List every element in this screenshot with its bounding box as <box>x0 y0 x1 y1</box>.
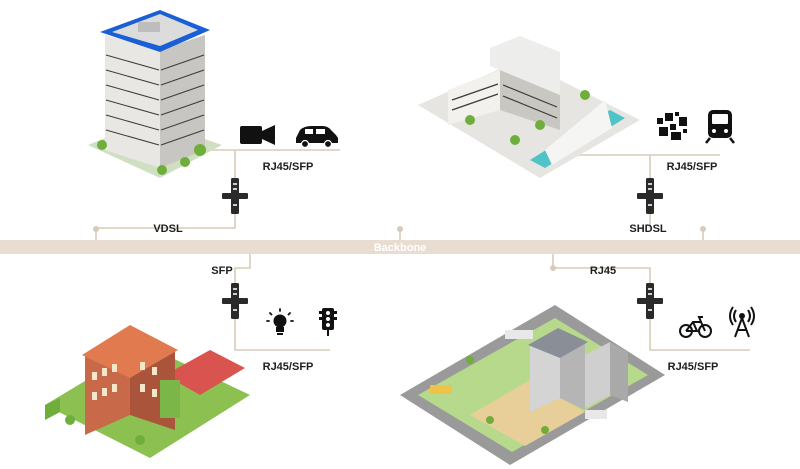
antenna-tower-icon <box>729 306 755 338</box>
school-uplink-label: SFP <box>211 265 232 277</box>
campus-uplink-label: SHDSL <box>629 223 667 235</box>
switch-device-office <box>222 178 248 214</box>
car-icon <box>296 126 338 149</box>
city-uplink-label: RJ45 <box>590 265 616 277</box>
office-uplink-label: VDSL <box>153 223 183 235</box>
office-device-link-label: RJ45/SFP <box>263 161 314 173</box>
data-blocks-icon <box>657 112 687 140</box>
backbone-label: Backbone <box>374 242 427 254</box>
campus-building-illustration <box>418 36 640 178</box>
city-device-link-label: RJ45/SFP <box>668 361 719 373</box>
campus-device-link-label: RJ45/SFP <box>667 161 718 173</box>
wires <box>93 149 750 351</box>
switch-device-campus <box>637 178 663 214</box>
train-icon <box>705 110 735 144</box>
switch-device-school <box>222 283 248 319</box>
backbone-band <box>0 240 800 254</box>
switch-device-city <box>637 283 663 319</box>
office-tower-illustration <box>88 10 222 178</box>
school-illustration <box>45 325 250 458</box>
city-block-illustration <box>400 305 665 465</box>
school-device-link-label: RJ45/SFP <box>263 361 314 373</box>
bicycle-icon <box>679 316 712 338</box>
camera-icon <box>240 125 275 145</box>
traffic-light-icon <box>319 308 337 336</box>
lightbulb-icon <box>266 308 294 335</box>
